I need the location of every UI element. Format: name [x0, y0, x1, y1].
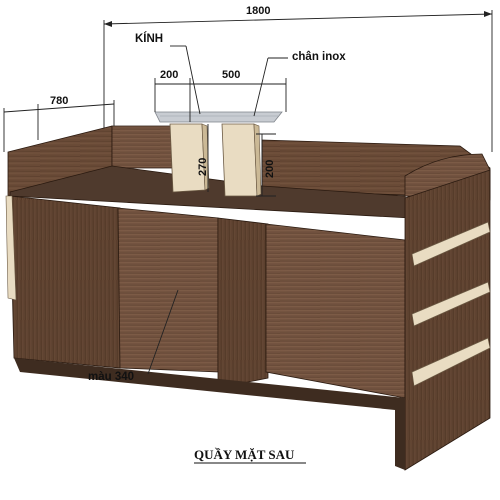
right-end-side — [404, 169, 491, 471]
caption: QUẦY MẶT SAU — [194, 447, 306, 464]
base-edge — [14, 358, 405, 470]
label-stainless-legs: chân inox — [292, 51, 346, 63]
glass-shelf — [154, 111, 283, 123]
callout-wood-color: màu 340 — [88, 289, 179, 383]
front-left-section — [9, 195, 121, 369]
caption-text: QUẦY MẶT SAU — [194, 447, 295, 462]
post-right — [221, 123, 262, 197]
back-middle-panel — [111, 125, 173, 169]
dim-glass: 200 500 — [154, 69, 287, 122]
front-divider — [217, 217, 269, 389]
front-center-panel — [117, 207, 219, 373]
front-right-panel — [265, 223, 406, 399]
dim-total-width: 1800 — [103, 5, 493, 152]
label-glass: KÍNH — [135, 32, 163, 45]
dim-200v-text: 200 — [264, 160, 276, 178]
side-shelf-3 — [411, 337, 491, 387]
dim-500-text: 500 — [222, 69, 240, 81]
dim-780-text: 780 — [50, 95, 68, 107]
callout-stainless-legs: chân inox — [253, 51, 346, 117]
left-edge-strip — [5, 195, 17, 301]
dim-200-text: 200 — [160, 69, 178, 81]
dim-post-left-height: 270 — [197, 124, 209, 192]
dim-depth: 780 — [3, 95, 115, 152]
dim-post-right-height: 200 — [256, 133, 276, 197]
callout-glass: KÍNH — [135, 32, 201, 115]
side-shelf-1 — [411, 221, 491, 267]
dim-1800-text: 1800 — [246, 5, 270, 17]
side-shelf-2 — [411, 281, 491, 327]
label-wood-color: màu 340 — [88, 371, 134, 383]
post-left — [169, 123, 210, 193]
dim-270-text: 270 — [197, 158, 209, 176]
